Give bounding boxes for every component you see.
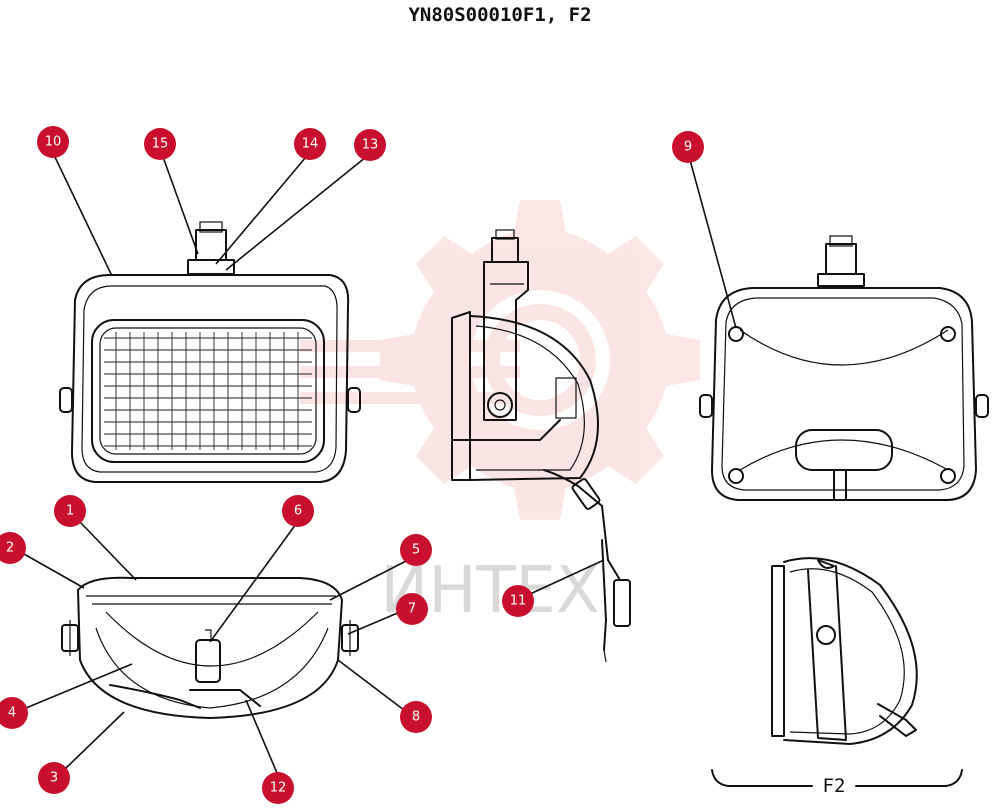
lamp-cross-section-view <box>61 576 359 719</box>
callout-10: 10 <box>37 126 69 158</box>
callout-4: 4 <box>0 697 28 729</box>
lamp-rear-view <box>699 235 989 501</box>
callout-11: 11 <box>502 585 534 617</box>
svg-text:3: 3 <box>50 771 58 786</box>
lamp-front-view <box>59 221 361 483</box>
svg-text:14: 14 <box>302 137 319 152</box>
svg-text:9: 9 <box>684 140 692 155</box>
callout-12: 12 <box>262 772 294 804</box>
callout-5: 5 <box>400 534 432 566</box>
callout-15: 15 <box>144 128 176 160</box>
lamp-f2-side-view <box>711 557 963 787</box>
callout-3: 3 <box>38 762 70 794</box>
svg-text:15: 15 <box>152 137 169 152</box>
callout-14: 14 <box>294 128 326 160</box>
svg-text:4: 4 <box>8 706 16 721</box>
callout-9: 9 <box>672 131 704 163</box>
callout-8: 8 <box>400 701 432 733</box>
callout-7: 7 <box>396 593 428 625</box>
svg-text:11: 11 <box>510 594 527 609</box>
svg-text:5: 5 <box>412 543 420 558</box>
lamp-side-view <box>451 229 631 663</box>
variant-label-f2: F2 <box>823 775 846 797</box>
svg-text:2: 2 <box>6 541 14 556</box>
svg-text:12: 12 <box>270 781 287 796</box>
leader-lines <box>23 154 737 781</box>
svg-text:13: 13 <box>362 138 379 153</box>
watermark-gear-logo <box>300 200 700 520</box>
svg-text:6: 6 <box>294 504 302 519</box>
callout-6: 6 <box>282 495 314 527</box>
callout-13: 13 <box>354 129 386 161</box>
svg-text:7: 7 <box>408 602 416 617</box>
svg-text:10: 10 <box>45 135 62 150</box>
callout-1: 1 <box>54 495 86 527</box>
diagram-title: YN80S00010F1, F2 <box>408 4 592 26</box>
callout-2: 2 <box>0 532 26 564</box>
svg-text:1: 1 <box>66 504 74 519</box>
svg-text:8: 8 <box>412 710 420 725</box>
